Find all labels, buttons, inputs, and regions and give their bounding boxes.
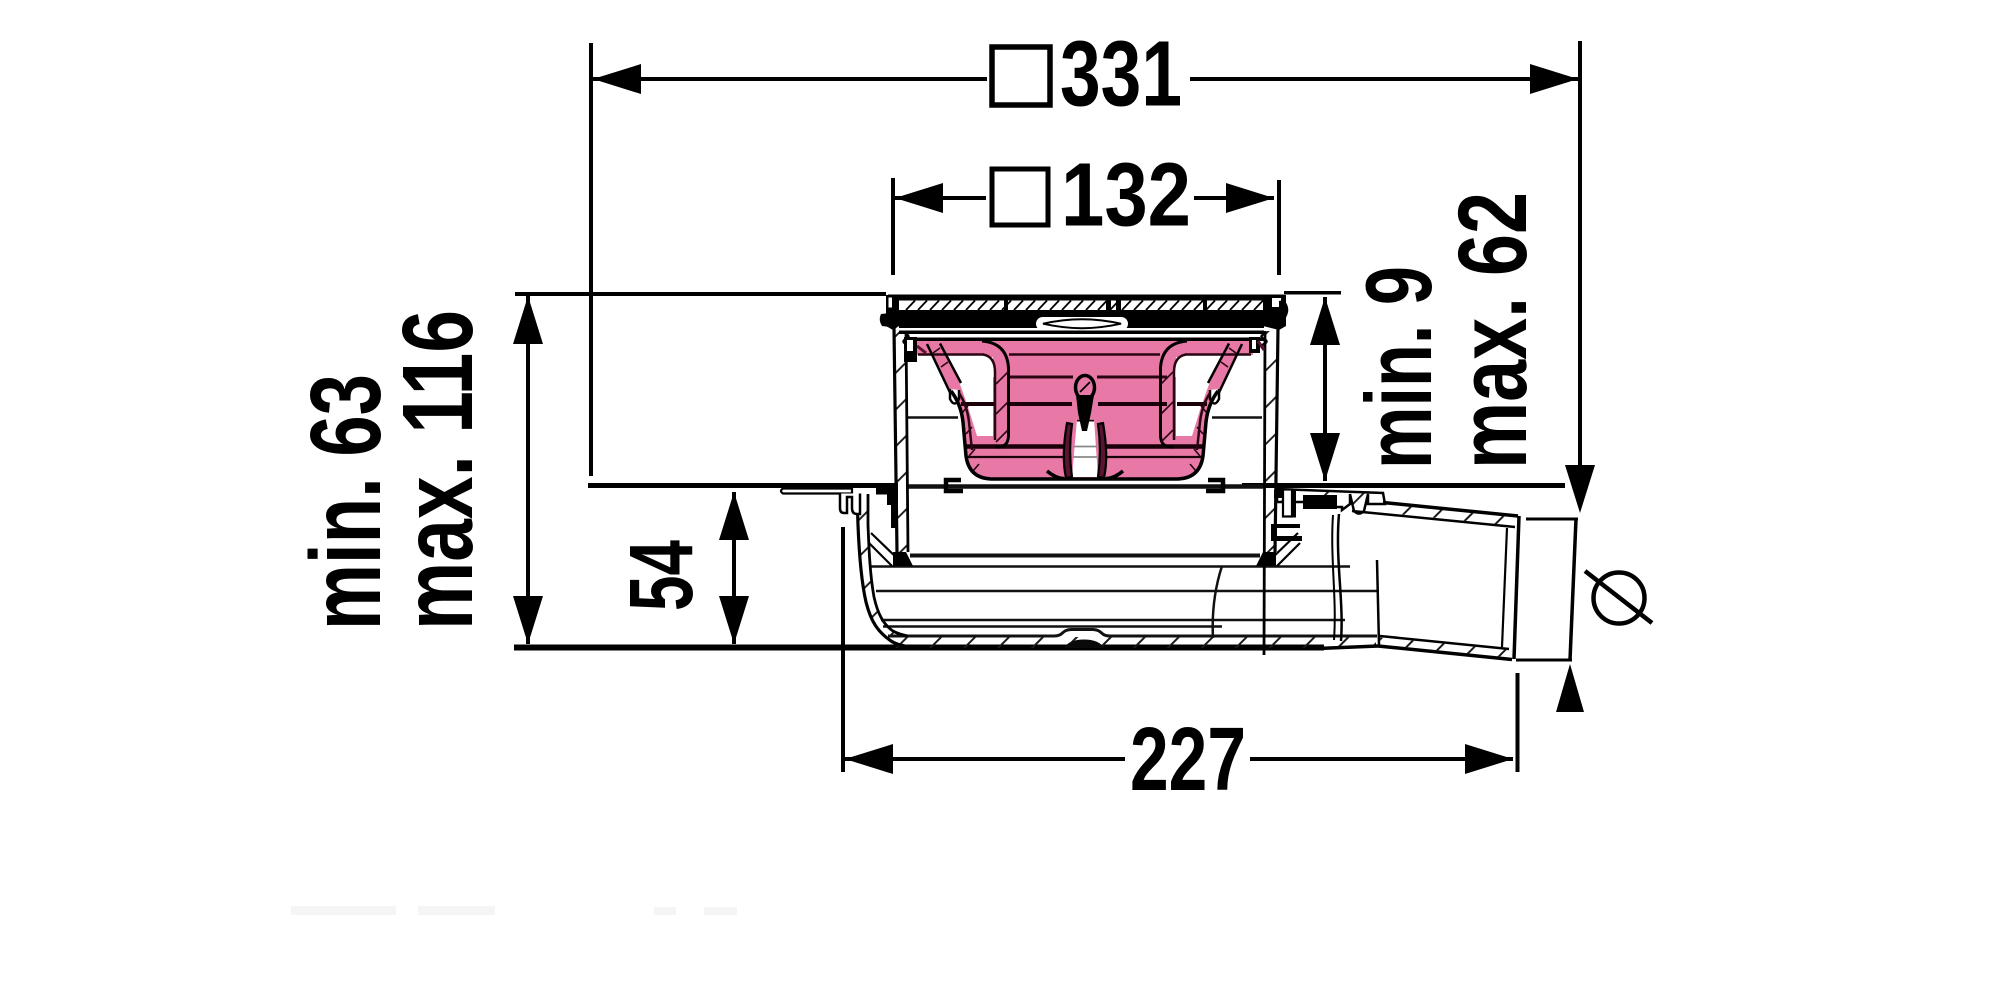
svg-text:331: 331 — [1060, 22, 1182, 126]
svg-text:max. 62: max. 62 — [1438, 192, 1547, 469]
svg-text:227: 227 — [1130, 710, 1246, 810]
svg-text:132: 132 — [1061, 146, 1191, 246]
svg-text:min. 9: min. 9 — [1346, 266, 1451, 469]
svg-text:min. 63: min. 63 — [290, 374, 402, 630]
svg-text:max. 116: max. 116 — [382, 310, 494, 630]
svg-text:54: 54 — [612, 540, 712, 611]
